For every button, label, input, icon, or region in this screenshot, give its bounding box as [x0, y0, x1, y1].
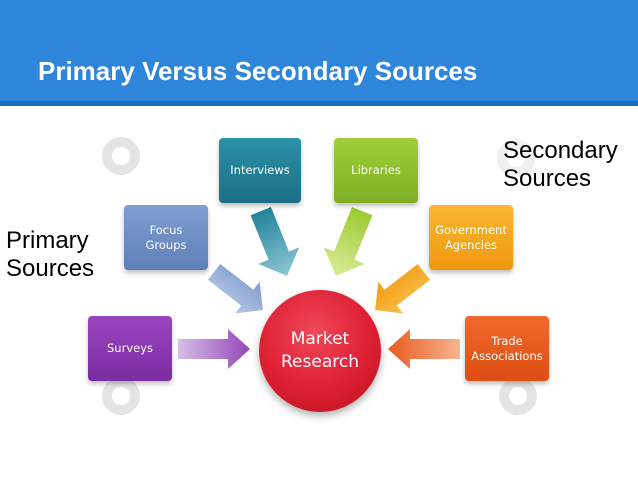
focus-groups-line2: Groups	[145, 237, 187, 252]
arrow-surveys	[178, 329, 250, 369]
box-interviews: Interviews	[219, 138, 301, 203]
box-libraries: Libraries	[334, 138, 418, 203]
trade-associations-line1: Trade	[491, 333, 523, 348]
trade-associations-line2: Associations	[471, 348, 543, 363]
decorative-rings	[102, 137, 537, 415]
arrow-government-agencies	[375, 263, 431, 314]
primary-label-line1: Primary	[6, 227, 89, 254]
title-bar: Primary Versus Secondary Sources	[0, 0, 638, 106]
center-line1: Market	[290, 329, 350, 349]
focus-groups-line1: Focus	[149, 222, 183, 237]
libraries-text: Libraries	[351, 163, 401, 177]
arrow-libraries	[323, 206, 373, 276]
primary-label-line2: Sources	[6, 255, 95, 282]
arrow-trade-associations	[388, 329, 460, 369]
center-line2: Research	[281, 352, 359, 372]
secondary-label-line1: Secondary	[503, 137, 618, 164]
government-agencies-line1: Government	[435, 222, 507, 237]
arrow-interviews	[250, 206, 300, 276]
box-surveys: Surveys	[88, 316, 172, 381]
interviews-text: Interviews	[230, 163, 290, 177]
arrow-focus-groups	[207, 263, 263, 314]
slide-title: Primary Versus Secondary Sources	[38, 56, 478, 86]
secondary-sources-label: Secondary Sources	[503, 137, 618, 193]
surveys-text: Surveys	[107, 341, 153, 355]
primary-sources-label: Primary Sources	[6, 227, 94, 283]
government-agencies-line2: Agencies	[444, 237, 498, 252]
secondary-label-line2: Sources	[503, 165, 592, 192]
